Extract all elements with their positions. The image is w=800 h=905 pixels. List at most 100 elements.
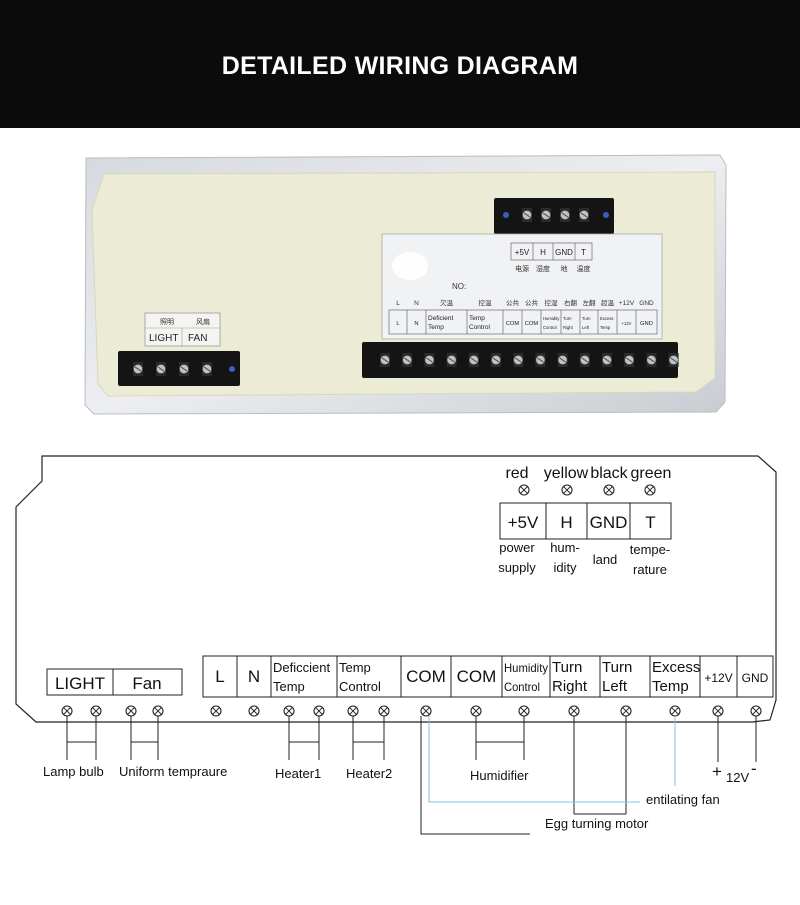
main-terminal-screw-slot	[470, 357, 478, 363]
photo-main-chinese: +12V	[619, 300, 635, 307]
photo-sensor-label: GND	[555, 248, 573, 257]
main-terminal-label: Deficcient	[273, 660, 330, 675]
photo-main-label: N	[414, 321, 418, 327]
sensor-block	[494, 198, 614, 234]
terminal-screw-cross	[250, 707, 258, 715]
photo-main-label-line2: Temp	[428, 324, 444, 331]
terminal-screw-cross	[646, 486, 654, 494]
main-terminal-screw-slot	[537, 357, 544, 363]
terminal-screw-cross	[315, 707, 323, 715]
main-terminal-strip	[202, 655, 774, 698]
sensor-terminal-label: GND	[590, 513, 628, 532]
main-terminal-screw-slot	[426, 357, 433, 363]
photo-sensor-chinese: 地	[561, 264, 568, 273]
terminal-screw-cross	[285, 707, 293, 715]
main-terminal-screw-slot	[625, 357, 633, 363]
sensor-terminal-screw-slot	[542, 212, 550, 218]
sensor-terminal-box	[499, 502, 672, 540]
light-fan-terminal-screw-slot	[157, 366, 165, 372]
terminal-screw-cross	[520, 486, 528, 494]
main-terminal-screw-slot	[403, 357, 411, 363]
main-terminal-screw-slot	[492, 357, 500, 363]
glare-spot	[392, 252, 428, 280]
label-ventilating-fan: entilating fan	[646, 792, 720, 807]
light-fan-terminal-screw-slot	[180, 366, 188, 372]
terminal-screw-cross	[92, 707, 100, 715]
sensor-wire-color: green	[631, 465, 672, 482]
header-banner: DETAILED WIRING DIAGRAM	[0, 0, 800, 128]
photo-label-fan: FAN	[188, 333, 207, 344]
main-terminal-label: Right	[552, 678, 588, 695]
sensor-wire-color: black	[590, 465, 628, 482]
main-terminal-label: L	[215, 667, 224, 686]
photo-main-chinese: GND	[639, 300, 654, 307]
photo-main-label-line2: Temp	[600, 325, 611, 330]
terminal-screw-cross	[472, 707, 480, 715]
main-terminal-screw-slot	[381, 357, 389, 363]
terminal-screw-cross	[570, 707, 578, 715]
main-terminal-label: Control	[339, 679, 381, 694]
sensor-terminal-label: T	[645, 513, 655, 532]
photo-main-chinese: 超温	[601, 298, 615, 307]
sensor-description: tempe-	[630, 542, 670, 557]
photo-main-label: L	[396, 321, 400, 327]
photo-main-label-line1: Turn	[582, 316, 591, 321]
main-terminal-screw-slot	[559, 357, 566, 363]
label-humidifier: Humidifier	[470, 768, 529, 783]
main-terminal-label: Left	[602, 678, 628, 695]
main-terminal-label: Excess	[652, 659, 700, 676]
label-12v: 12V	[726, 770, 749, 785]
photo-main-label-line1: Excess	[600, 316, 614, 321]
page-title: DETAILED WIRING DIAGRAM	[221, 52, 579, 80]
terminal-screw-cross	[520, 707, 528, 715]
terminal-screw-cross	[605, 486, 613, 494]
terminal-screw-cross	[563, 486, 571, 494]
photo-main-label-line1: Temp	[469, 315, 485, 322]
photo-sensor-label-box	[510, 242, 593, 261]
main-terminal-label: Humidity	[504, 661, 548, 675]
light-fan-block: 照明 风扇 LIGHT FAN	[118, 312, 240, 386]
photo-main-label-line2: Right	[563, 325, 574, 330]
light-fan-terminal-screw-slot	[134, 366, 142, 372]
main-terminal-label: Temp	[273, 679, 305, 694]
label-heater1: Heater1	[275, 766, 321, 781]
main-terminal-label: Control	[504, 680, 540, 694]
main-terminal-label: COM	[406, 667, 446, 686]
sensor-description: supply	[498, 560, 536, 575]
photo-main-label-box	[388, 309, 658, 335]
photo-sensor-chinese: 温度	[577, 264, 591, 273]
label-heater2: Heater2	[346, 766, 392, 781]
photo-sensor-label: H	[540, 248, 546, 257]
main-terminal-screw-slot	[581, 357, 589, 363]
photo-main-chinese: N	[414, 300, 419, 307]
photo-main-chinese: 公共	[525, 298, 539, 307]
sensor-description: land	[593, 552, 618, 567]
sensor-terminal-label: +5V	[508, 513, 539, 532]
mounting-screw	[229, 366, 235, 372]
photo-label-light: LIGHT	[149, 333, 178, 344]
terminal-label-fan: Fan	[132, 674, 161, 693]
photo-main-label-line1: Deficient	[428, 315, 453, 322]
photo-main-label: +12V	[622, 321, 632, 326]
main-terminal-label: Temp	[339, 660, 371, 675]
photo-main-label-line2: Left	[582, 325, 590, 330]
main-terminal-label: COM	[457, 667, 497, 686]
main-terminal-screw-slot	[670, 357, 677, 363]
mounting-screw	[503, 212, 509, 218]
photo-main-chinese: 控湿	[545, 298, 559, 307]
photo-sensor-chinese: 湿度	[536, 264, 550, 273]
sensor-terminal-label: H	[560, 513, 572, 532]
sensor-terminal-screw-slot	[580, 212, 588, 218]
sensor-wire-color: yellow	[544, 465, 589, 482]
photo-main-chinese: 控温	[479, 298, 493, 307]
label-lamp-bulb: Lamp bulb	[43, 764, 104, 779]
sensor-wire-color: red	[505, 465, 528, 482]
wire-motor-com	[420, 716, 530, 835]
photo-sensor-label: T	[581, 248, 586, 257]
light-fan-terminal-screw-slot	[203, 366, 211, 372]
photo-chinese-fan: 风扇	[196, 317, 210, 326]
photo-main-label-line2: Control	[469, 324, 491, 331]
